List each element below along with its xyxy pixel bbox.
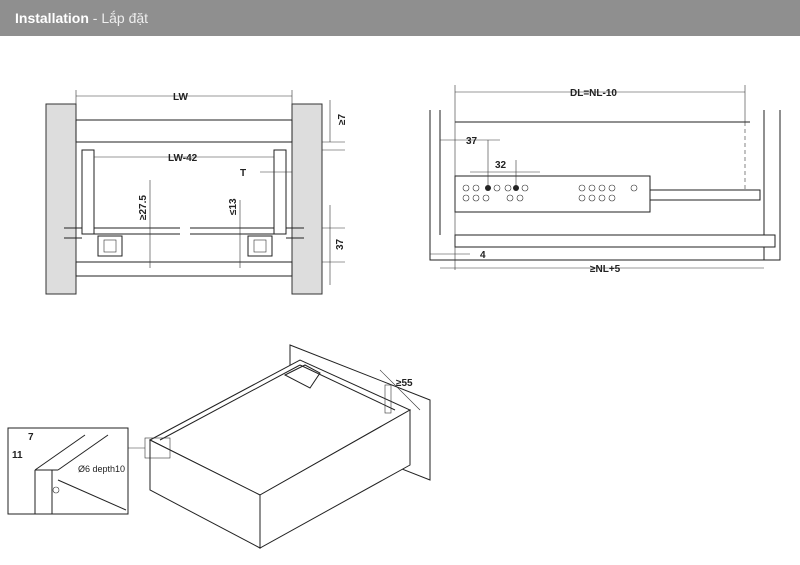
dim-le13: ≤13 — [228, 198, 239, 215]
dim-t: T — [240, 168, 246, 179]
dim-4: 4 — [480, 250, 486, 261]
dim-ge55: ≥55 — [396, 378, 413, 389]
front-view-diagram: LW LW-42 T ≥7 ≥27.5 ≤13 37 — [45, 90, 348, 295]
dim-32: 32 — [495, 160, 507, 171]
side-view-diagram: DL=NL-10 37 32 4 ≥NL+5 — [429, 85, 781, 275]
dim-nl5: ≥NL+5 — [590, 264, 621, 275]
hole-spec: Ø6 depth10 — [78, 464, 125, 474]
isometric-drawer-diagram: ≥55 — [128, 344, 431, 549]
dim-lw: LW — [173, 92, 189, 103]
dim-lw-42: LW-42 — [168, 153, 198, 164]
subtitle-text: - Lắp đặt — [88, 10, 149, 26]
detail-inset: 7 11 Ø6 depth10 — [7, 427, 129, 515]
section-title: Installation - Lắp đặt — [15, 10, 148, 26]
dim-7: 7 — [28, 432, 34, 443]
title-text: Installation — [15, 10, 89, 26]
dim-dl: DL=NL-10 — [570, 88, 617, 99]
section-header: Installation - Lắp đặt — [0, 0, 800, 36]
dim-11: 11 — [12, 450, 23, 461]
dim-37-side: 37 — [466, 136, 478, 147]
dim-ge7: ≥7 — [337, 114, 348, 125]
dim-ge27-5: ≥27.5 — [138, 195, 149, 220]
dim-37: 37 — [335, 238, 346, 250]
